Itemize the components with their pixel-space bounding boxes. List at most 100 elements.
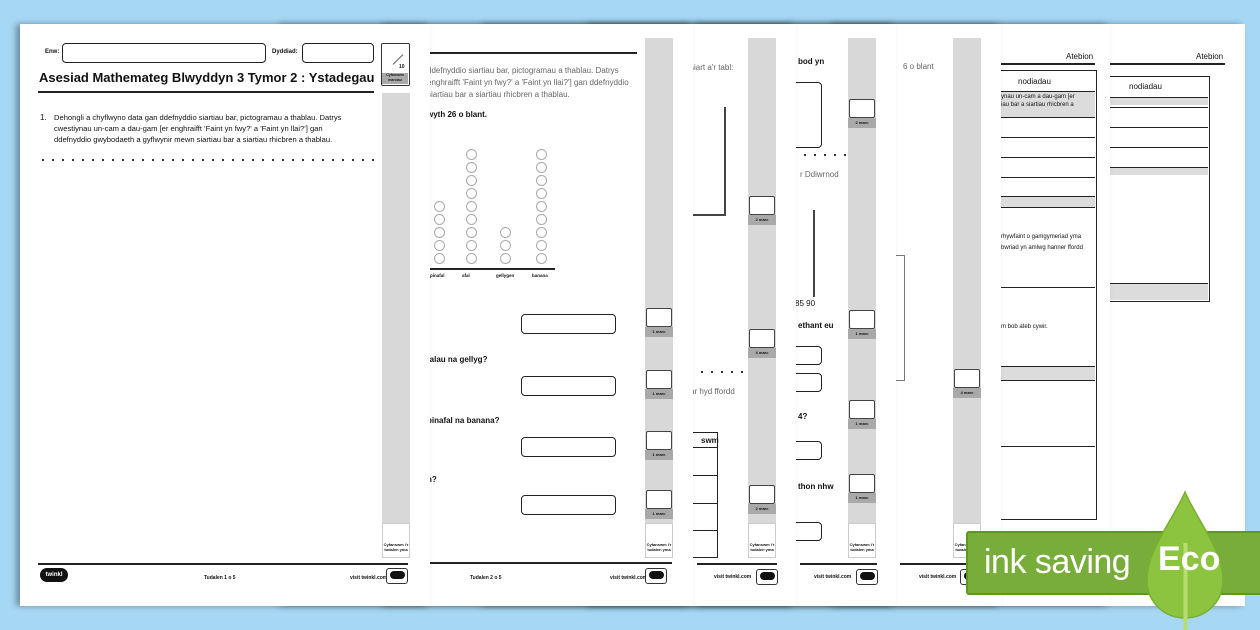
answers-heading: Atebion <box>1066 52 1094 61</box>
question-text: bod yn <box>798 57 825 66</box>
marks-column: 1 marc 1 marc 1 marc 1 marc Cyfanswm i'r… <box>645 38 673 558</box>
mark-box[interactable]: 1 marc <box>848 474 876 503</box>
pictogram-label: banana <box>532 273 548 278</box>
objective-text: siartiau bar a siartiau rhicbren a thabl… <box>427 90 570 99</box>
pictogram-label: afal <box>462 273 470 278</box>
pictogram-icon-gellygen <box>500 240 511 251</box>
page-total-box[interactable]: Cyfanswm i'r tudalen yma <box>645 523 673 558</box>
footer-site: visit twinkl.com <box>610 575 648 581</box>
date-field[interactable] <box>302 43 374 63</box>
pictogram-icon-banana <box>536 240 547 251</box>
mark-box[interactable]: 4 marc <box>953 369 981 398</box>
mark-box[interactable]: 1 marc <box>645 490 673 519</box>
answer-note: iau bar a siartiau rhicbren a <box>1001 102 1074 108</box>
pictogram-icon-banana <box>536 175 547 186</box>
total-score-box: 10 Cyfanswm marciau <box>381 43 410 86</box>
name-field[interactable] <box>62 43 266 63</box>
question-text: 4? <box>798 412 808 421</box>
question-text: thon nhw <box>798 482 834 491</box>
page-title: Asesiad Mathemateg Blwyddyn 3 Tymor 2 : … <box>39 70 375 85</box>
mark-box[interactable]: 2 marc <box>748 196 776 225</box>
pictogram-icon-afal <box>466 149 477 160</box>
pictogram-icon-banana <box>536 201 547 212</box>
answer-box[interactable] <box>521 437 616 457</box>
notes-header: nodiadau <box>1129 82 1162 91</box>
eco-label: Eco <box>1158 540 1221 578</box>
pictogram-icon-gellygen <box>500 253 511 264</box>
footer-site: visit twinkl.com <box>919 574 957 580</box>
pictogram-icon-afal <box>466 214 477 225</box>
axis-label: 85 90 <box>795 299 816 308</box>
pictogram-icon-pinafal <box>434 201 445 212</box>
worksheet-page-1: Enw: Dyddiad: 10 Cyfanswm marciau Asesia… <box>20 24 430 606</box>
question-text: 6 o blant <box>903 62 934 71</box>
answer-box[interactable] <box>521 495 616 515</box>
question-text: n? <box>427 475 437 484</box>
pictogram-icon-afal <box>466 240 477 251</box>
question-text: ar hyd ffordd <box>690 387 735 396</box>
mark-box[interactable]: 1 marc <box>645 308 673 337</box>
footer-site: visit twinkl.com <box>350 575 388 581</box>
pictogram-icon-banana <box>536 188 547 199</box>
question-text: ethant eu <box>798 321 834 330</box>
pictogram-icon-afal <box>466 227 477 238</box>
objective-text: enghraifft 'Faint yn fwy?' a 'Faint yn l… <box>427 78 629 87</box>
pictogram-icon-pinafal <box>434 227 445 238</box>
pictogram-icon-banana <box>536 149 547 160</box>
objective-number: 1. <box>40 113 47 122</box>
pictogram-icon-afal <box>466 175 477 186</box>
answers-heading: Atebion <box>1196 52 1224 61</box>
page-total-box[interactable]: Cyfanswm i'r tudalen yma <box>848 523 876 558</box>
twinkl-badge-icon <box>386 568 408 584</box>
marks-column: 2 marc 1 marc 1 marc 1 marc Cyfanswm i'r… <box>848 38 876 558</box>
pictogram-icon-banana <box>536 214 547 225</box>
mark-box[interactable]: 1 marc <box>848 310 876 339</box>
mark-box[interactable]: 1 marc <box>645 370 673 399</box>
marks-column: 2 marc 4 marc 2 marc Cyfanswm i'r tudale… <box>748 38 776 558</box>
marks-column: Cyfanswm i'r tudalen yma <box>382 93 410 558</box>
mark-box[interactable]: 2 marc <box>748 485 776 514</box>
leaf-drop-icon <box>1146 490 1224 630</box>
page-total-box[interactable]: Cyfanswm i'r tudalen yma <box>382 523 410 558</box>
question-text: wyth 26 o blant. <box>427 110 488 119</box>
pictogram-icon-afal <box>466 162 477 173</box>
answer-note: rhywfaint o gamgymeriad yma <box>1001 234 1082 240</box>
pictogram-label: pinafal <box>430 273 445 278</box>
objective-text: cwestiynau un-cam a dau-gam [er enghraif… <box>54 124 323 133</box>
answers-table: nodiadau <box>1105 76 1210 302</box>
twinkl-logo: twinkl <box>40 568 68 582</box>
pictogram-icon-pinafal <box>434 214 445 225</box>
mark-box[interactable]: 2 marc <box>848 99 876 128</box>
pictogram-icon-afal <box>466 201 477 212</box>
pictogram-icon-pinafal <box>434 240 445 251</box>
mark-box[interactable]: 4 marc <box>748 329 776 358</box>
pictogram-label: gellygen <box>496 273 515 278</box>
footer-site: visit twinkl.com <box>814 574 852 580</box>
answer-note: ynau un-cam a dau-gam [er <box>1001 94 1075 100</box>
twinkl-badge-icon <box>856 569 878 585</box>
question-text: falau na gellyg? <box>427 355 488 364</box>
name-label: Enw: <box>45 49 60 55</box>
answer-box[interactable] <box>521 376 616 396</box>
notes-header: nodiadau <box>1018 77 1051 86</box>
marks-column: 4 marc Cyfanswm i'r tudalen yma <box>953 38 981 558</box>
small-table <box>895 255 905 381</box>
twinkl-badge-icon <box>645 568 667 584</box>
page-total-box[interactable]: Cyfanswm i'r tudalen yma <box>748 523 776 558</box>
pictogram-icon-banana <box>536 253 547 264</box>
pictogram-icon-afal <box>466 253 477 264</box>
pictogram-icon-banana <box>536 227 547 238</box>
mark-box[interactable]: 1 marc <box>645 431 673 460</box>
pictogram-icon-pinafal <box>434 253 445 264</box>
objective-text: ddefnyddio gwybodaeth a gyflwynir mewn s… <box>54 135 333 144</box>
question-text: siart a'r tabl: <box>690 63 734 72</box>
answer-note: m bob ateb cywir. <box>1001 324 1048 330</box>
pictogram-icon-gellygen <box>500 227 511 238</box>
footer-page-number: Tudalen 2 o 5 <box>470 575 502 581</box>
answer-box[interactable] <box>521 314 616 334</box>
twinkl-badge-icon <box>756 569 778 585</box>
pictogram: pinafal afal gellygen banana <box>420 140 560 280</box>
mark-box[interactable]: 1 marc <box>848 400 876 429</box>
pictogram-icon-banana <box>536 162 547 173</box>
objective-text: Dehongli a chyflwyno data gan ddefnyddio… <box>54 113 342 122</box>
